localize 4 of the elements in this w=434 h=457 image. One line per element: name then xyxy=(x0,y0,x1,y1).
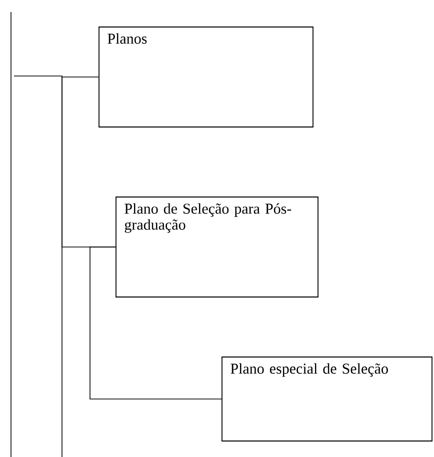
text-box: Plano especial de Seleção xyxy=(222,356,432,442)
text-box: Plano de Seleção para Pós-graduação xyxy=(116,196,318,298)
connector-line xyxy=(90,246,222,400)
text-box: Planos xyxy=(98,26,314,128)
